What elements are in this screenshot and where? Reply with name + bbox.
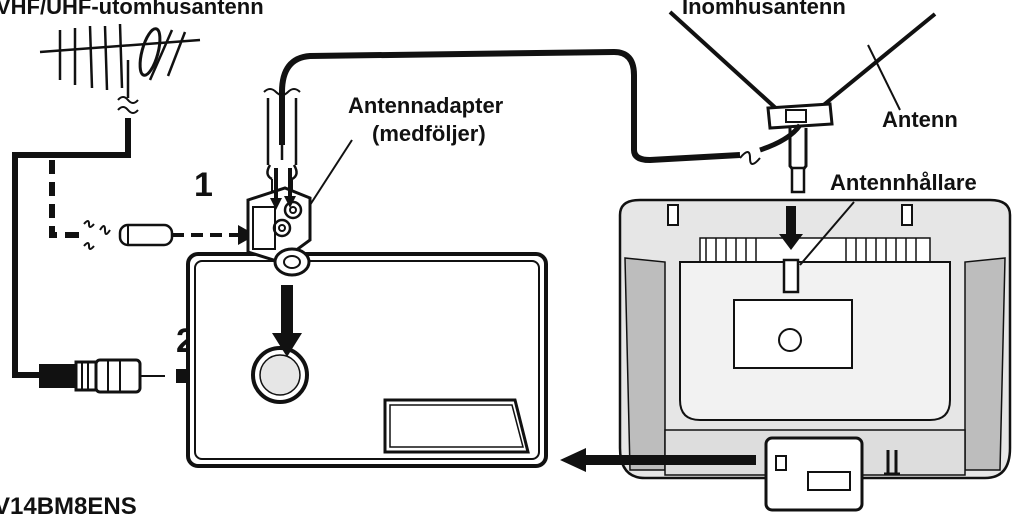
enlarged-rear-panel [186, 252, 548, 468]
model-label: V14BM8ENS [0, 493, 137, 517]
antenna-holder-label: Antennhållare [830, 170, 977, 195]
arrow-down-icon [270, 168, 302, 357]
antenna-callout-line [867, 44, 901, 111]
outdoor-antenna-label: VHF/UHF-utomhusantenn [0, 0, 264, 19]
outdoor-antenna-icon [12, 23, 201, 378]
indoor-antenna-label: Inomhusantenn [682, 0, 846, 19]
flat-feeder-cable [49, 160, 238, 250]
holder-callout-line [799, 201, 855, 266]
step-1-label: 1 [194, 166, 213, 204]
tv-rear-view [618, 198, 1012, 512]
arrow-down-icon [779, 206, 803, 250]
antenna-adapter-icon [246, 48, 741, 277]
antenna-label: Antenn [882, 107, 958, 132]
adapter-included-label: (medföljer) [372, 121, 486, 146]
antenna-input-jack [251, 346, 309, 404]
indoor-antenna-icon [668, 10, 937, 194]
antenna-adapter-label: Antennadapter [348, 93, 504, 118]
coax-plug-icon [39, 358, 165, 394]
arrow-left-icon [560, 448, 756, 472]
adapter-callout-line [309, 139, 353, 206]
